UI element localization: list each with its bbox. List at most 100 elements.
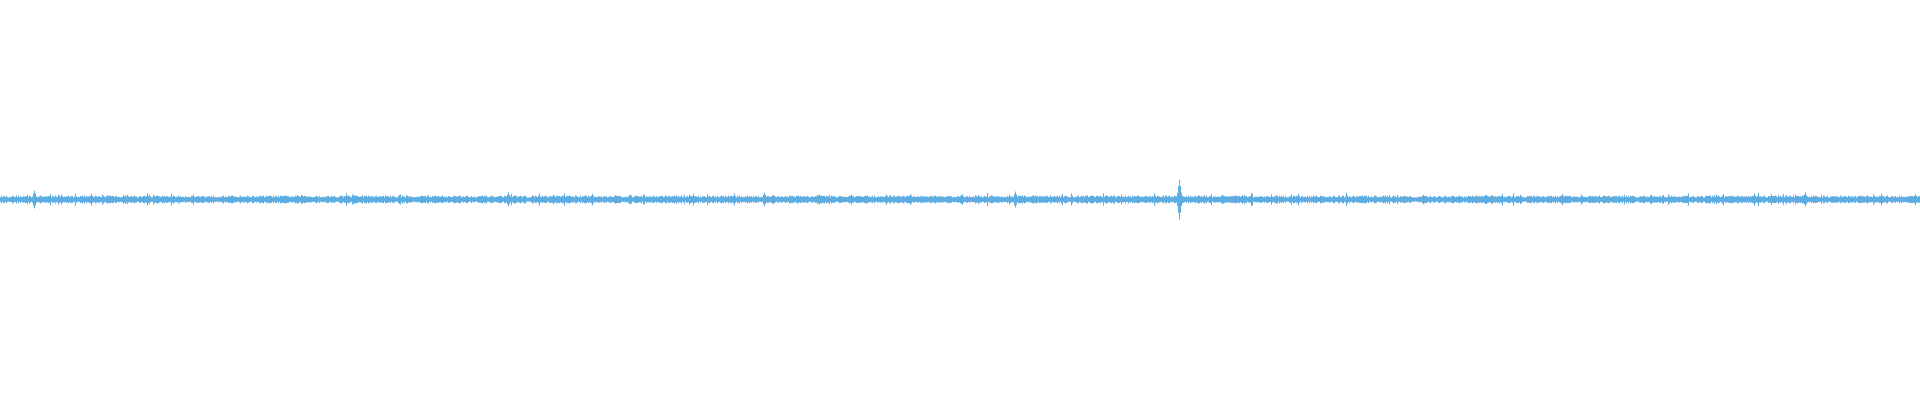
waveform-sample bbox=[1496, 196, 1497, 203]
waveform-sample bbox=[1118, 195, 1119, 204]
waveform-sample bbox=[172, 196, 173, 203]
waveform-sample bbox=[666, 195, 667, 204]
waveform-sample bbox=[397, 197, 398, 202]
waveform-sample bbox=[1076, 197, 1077, 202]
waveform-sample bbox=[1754, 193, 1755, 206]
waveform-sample bbox=[1698, 196, 1699, 203]
waveform-sample bbox=[546, 196, 547, 203]
waveform-sample bbox=[22, 196, 23, 203]
waveform-sample bbox=[1281, 195, 1282, 204]
waveform-sample bbox=[1153, 196, 1154, 203]
waveform-sample bbox=[614, 196, 615, 203]
waveform-sample bbox=[1918, 196, 1919, 203]
waveform-sample bbox=[1871, 196, 1872, 203]
waveform-sample bbox=[1543, 195, 1544, 204]
waveform-sample bbox=[1035, 195, 1036, 204]
waveform-sample bbox=[889, 196, 890, 203]
waveform-sample bbox=[255, 196, 256, 203]
waveform-sample bbox=[1510, 196, 1511, 203]
waveform-sample bbox=[308, 196, 309, 203]
waveform-sample bbox=[1667, 197, 1668, 202]
waveform-sample bbox=[62, 196, 63, 203]
waveform-sample bbox=[1452, 195, 1453, 204]
waveform-sample bbox=[1343, 195, 1344, 204]
waveform-sample bbox=[103, 195, 104, 204]
waveform-sample bbox=[231, 195, 232, 204]
waveform-sample bbox=[6, 195, 7, 204]
waveform-sample bbox=[1626, 195, 1627, 204]
waveform-sample bbox=[600, 197, 601, 202]
waveform-sample bbox=[1770, 196, 1771, 203]
waveform-sample bbox=[1162, 196, 1163, 203]
waveform-sample bbox=[1138, 196, 1139, 203]
waveform-sample bbox=[33, 193, 34, 206]
waveform-sample bbox=[1796, 196, 1797, 203]
waveform-sample bbox=[1256, 196, 1257, 203]
waveform-sample bbox=[576, 195, 577, 204]
waveform-sample bbox=[1404, 195, 1405, 204]
waveform-sample bbox=[832, 195, 833, 204]
waveform-sample bbox=[1031, 196, 1032, 203]
waveform-sample bbox=[1490, 196, 1491, 203]
waveform-sample bbox=[1665, 196, 1666, 203]
waveform-sample bbox=[1185, 196, 1186, 203]
waveform-sample bbox=[1258, 196, 1259, 203]
waveform-sample bbox=[399, 194, 400, 205]
waveform-sample bbox=[1867, 195, 1868, 204]
waveform-sample bbox=[1840, 195, 1841, 204]
waveform-sample bbox=[69, 197, 70, 202]
waveform-sample bbox=[420, 195, 421, 204]
waveform-sample bbox=[987, 192, 988, 207]
waveform-sample bbox=[330, 197, 331, 202]
waveform-sample bbox=[438, 196, 439, 203]
waveform-sample bbox=[36, 196, 37, 203]
waveform-sample bbox=[1621, 196, 1622, 203]
waveform-sample bbox=[1127, 196, 1128, 203]
waveform-sample bbox=[1632, 195, 1633, 204]
waveform-sample bbox=[1013, 196, 1014, 203]
waveform-sample bbox=[1462, 196, 1463, 203]
waveform-sample bbox=[1394, 196, 1395, 203]
waveform-sample bbox=[260, 196, 261, 203]
waveform-sample bbox=[1349, 196, 1350, 203]
waveform-sample bbox=[513, 195, 514, 204]
waveform-sample bbox=[1468, 195, 1469, 204]
waveform-sample bbox=[615, 195, 616, 204]
waveform-sample bbox=[692, 196, 693, 203]
waveform-sample bbox=[356, 195, 357, 204]
waveform-sample bbox=[1498, 196, 1499, 203]
waveform-sample bbox=[927, 196, 928, 203]
waveform-sample bbox=[1476, 195, 1477, 204]
waveform-sample bbox=[1307, 195, 1308, 204]
waveform-sample bbox=[1908, 196, 1909, 203]
waveform-sample bbox=[836, 197, 837, 202]
waveform-sample bbox=[117, 197, 118, 202]
waveform-sample bbox=[1487, 195, 1488, 204]
waveform-sample bbox=[504, 195, 505, 204]
waveform-sample bbox=[1309, 195, 1310, 204]
waveform-sample bbox=[1123, 196, 1124, 203]
waveform-sample bbox=[263, 195, 264, 204]
waveform-sample bbox=[475, 197, 476, 202]
waveform-sample bbox=[1605, 195, 1606, 204]
waveform-sample bbox=[929, 196, 930, 203]
waveform-sample bbox=[1101, 196, 1102, 203]
waveform-sample bbox=[436, 196, 437, 203]
waveform-sample bbox=[388, 196, 389, 203]
waveform-sample bbox=[1670, 197, 1671, 202]
waveform-sample bbox=[428, 195, 429, 204]
waveform-sample bbox=[995, 196, 996, 203]
waveform-sample bbox=[1095, 197, 1096, 202]
waveform-sample bbox=[137, 197, 138, 202]
waveform-sample bbox=[1359, 196, 1360, 203]
waveform-sample bbox=[498, 196, 499, 203]
waveform-sample bbox=[67, 196, 68, 203]
waveform-sample bbox=[846, 196, 847, 203]
waveform-sample bbox=[1089, 196, 1090, 203]
waveform-sample bbox=[161, 196, 162, 203]
waveform-sample bbox=[923, 196, 924, 203]
waveform-sample bbox=[867, 195, 868, 204]
waveform-sample bbox=[1563, 195, 1564, 204]
waveform-sample bbox=[322, 196, 323, 203]
